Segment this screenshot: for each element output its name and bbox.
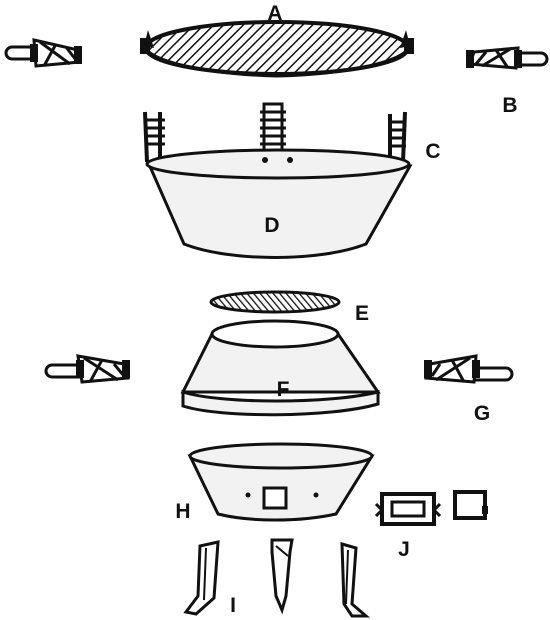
spring-handles	[143, 102, 407, 163]
label-b: B	[502, 94, 517, 117]
label-e: E	[355, 302, 369, 325]
leg-center	[270, 538, 294, 615]
vent-door-frame	[374, 492, 442, 526]
label-c: C	[425, 140, 440, 163]
label-f: F	[277, 378, 290, 401]
handle-bracket-mid-left	[44, 354, 130, 384]
handle-bracket-mid-right	[424, 354, 514, 384]
handle-bracket-top-left	[4, 38, 82, 68]
label-g: G	[474, 402, 490, 425]
charcoal-grate	[209, 290, 341, 314]
handle-bracket-top-right	[466, 46, 549, 70]
fire-bowl	[145, 148, 413, 259]
label-j: J	[398, 538, 410, 561]
middle-cone	[180, 319, 381, 417]
vent-door-slider	[453, 490, 488, 520]
leg-left	[183, 540, 220, 616]
base-bowl	[187, 442, 375, 522]
label-i: I	[230, 594, 236, 617]
label-h: H	[175, 500, 190, 523]
label-a: A	[267, 2, 282, 25]
label-d: D	[264, 214, 279, 237]
cooking-grate	[140, 20, 414, 78]
leg-right	[340, 541, 371, 618]
